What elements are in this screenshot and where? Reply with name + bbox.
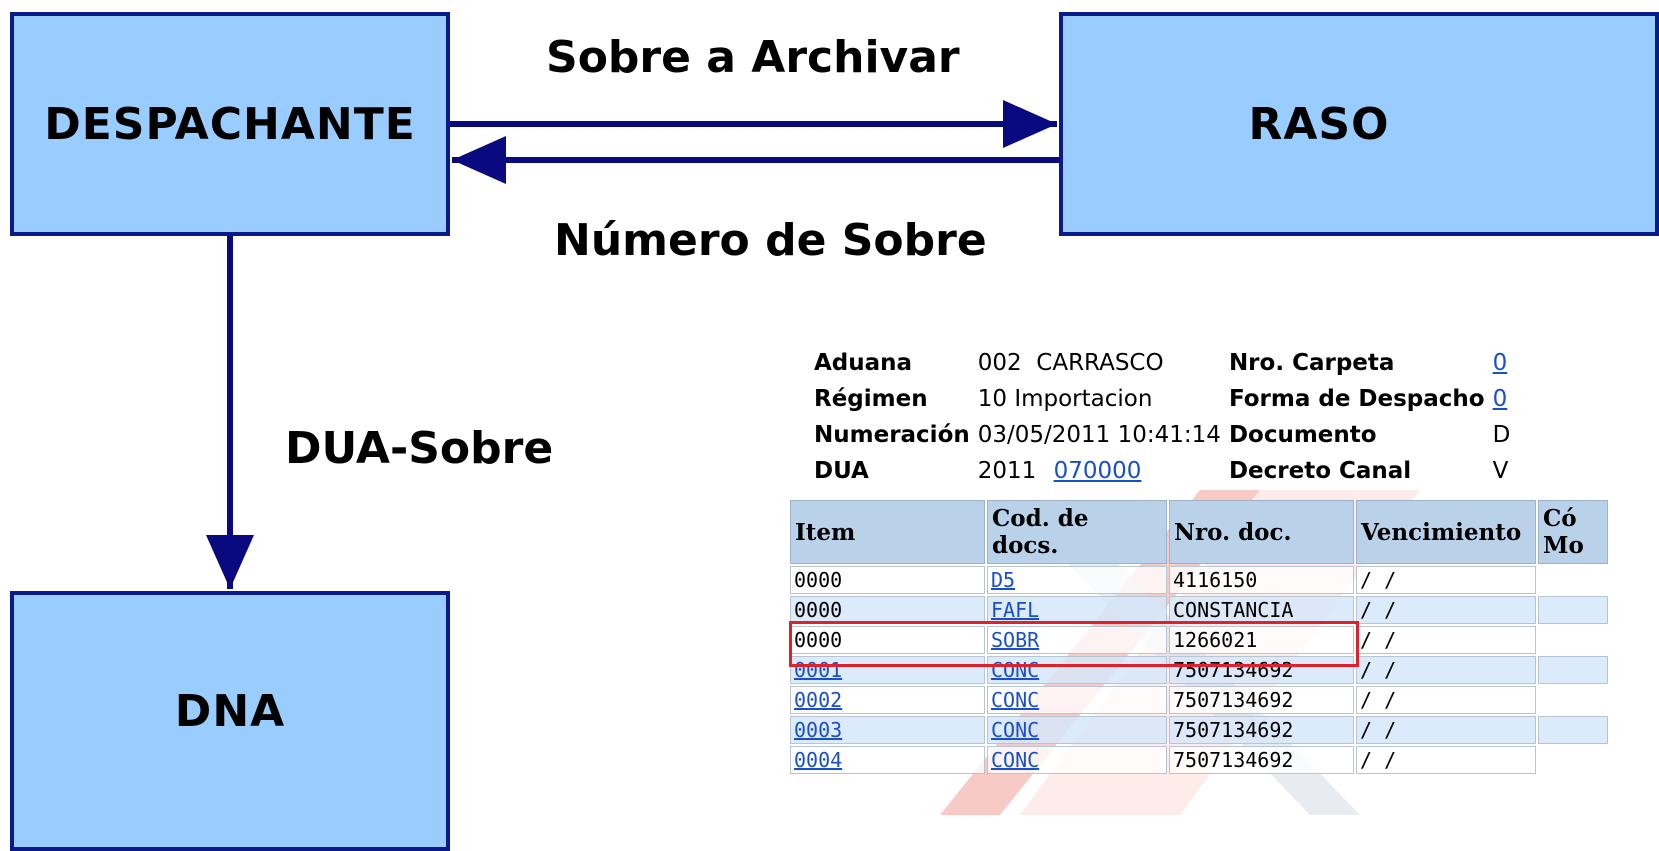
cod-doc-link[interactable]: CONC (991, 748, 1040, 772)
cell-empty (1538, 596, 1608, 624)
documents-table-header: Item Cod. de docs. Nro. doc. Vencimiento… (790, 500, 1608, 564)
item-link[interactable]: 0001 (794, 658, 843, 682)
cell-nro-doc: 7507134692 (1169, 746, 1354, 774)
cod-doc-link[interactable]: SOBR (991, 628, 1040, 652)
cod-doc-link[interactable]: D5 (991, 568, 1016, 592)
cell-item: 0000 (790, 596, 985, 624)
arrows (206, 100, 1059, 589)
cell-vencimiento: / / (1356, 656, 1536, 684)
cell-nro-doc: 7507134692 (1169, 656, 1354, 684)
dua-label: DUA (814, 458, 869, 484)
cell-vencimiento: / / (1356, 746, 1536, 774)
dua-screenshot-panel: Aduana 002 CARRASCO Nro. Carpeta 0 Régim… (789, 345, 1637, 815)
nro-carpeta-link[interactable]: 0 (1492, 350, 1508, 376)
dua-number-link[interactable]: 070000 (1053, 458, 1142, 484)
despachante-box: DESPACHANTE (10, 12, 450, 236)
cell-vencimiento: / / (1356, 596, 1536, 624)
cod-doc-link[interactable]: FAFL (991, 598, 1040, 622)
cell-nro-doc: 4116150 (1169, 566, 1354, 594)
nro-carpeta-label: Nro. Carpeta (1228, 350, 1395, 376)
cell-empty (1538, 746, 1608, 774)
item-link[interactable]: 0003 (794, 718, 843, 742)
cell-nro-doc: 1266021 (1169, 626, 1354, 654)
item-link[interactable]: 0002 (794, 688, 843, 712)
raso-label: RASO (1248, 98, 1390, 150)
cell-empty (1538, 716, 1608, 744)
cell-item: 0000 (790, 566, 985, 594)
forma-despacho-link[interactable]: 0 (1492, 386, 1508, 412)
cell-vencimiento: / / (1356, 566, 1536, 594)
decreto-canal-label: Decreto Canal (1228, 458, 1412, 484)
col-item: Item (790, 500, 985, 564)
col-cod-moneda: Có Mo (1538, 500, 1608, 564)
decreto-canal-value: V (1492, 458, 1509, 484)
numeracion-value: 03/05/2011 10:41:14 (977, 422, 1221, 448)
table-row: 0002 CONC 7507134692 / / (790, 686, 1608, 714)
numeracion-label: Numeración (814, 422, 970, 448)
col-vencimiento: Vencimiento (1356, 500, 1536, 564)
table-row: 0004 CONC 7507134692 / / (790, 746, 1608, 774)
cod-doc-link[interactable]: CONC (991, 658, 1040, 682)
table-row: 0000 D5 4116150 / / (790, 566, 1608, 594)
cell-nro-doc: 7507134692 (1169, 686, 1354, 714)
forma-despacho-label: Forma de Despacho (1228, 386, 1485, 412)
cell-empty (1538, 656, 1608, 684)
regimen-value: 10 Importacion (977, 386, 1153, 412)
dua-info-table: Aduana 002 CARRASCO Nro. Carpeta 0 Régim… (814, 345, 1518, 489)
table-row: 0000 FAFL CONSTANCIA / / (790, 596, 1608, 624)
documento-label: Documento (1228, 422, 1377, 448)
cell-nro-doc: 7507134692 (1169, 716, 1354, 744)
table-row: 0003 CONC 7507134692 / / (790, 716, 1608, 744)
cod-doc-link[interactable]: CONC (991, 688, 1040, 712)
cell-empty (1538, 626, 1608, 654)
cell-vencimiento: / / (1356, 716, 1536, 744)
edge-label-numero-de-sobre: Número de Sobre (554, 215, 987, 266)
cell-nro-doc: CONSTANCIA (1169, 596, 1354, 624)
item-link[interactable]: 0004 (794, 748, 843, 772)
aduana-label: Aduana (814, 350, 913, 376)
dua-value: 2011 070000 (978, 453, 1229, 489)
edge-label-sobre-a-archivar: Sobre a Archivar (546, 32, 960, 83)
table-row: 0001 CONC 7507134692 / / (790, 656, 1608, 684)
cell-vencimiento: / / (1356, 626, 1536, 654)
documento-value: D (1492, 422, 1511, 448)
dna-box: DNA (10, 591, 450, 851)
col-nro-doc: Nro. doc. (1169, 500, 1354, 564)
cell-vencimiento: / / (1356, 686, 1536, 714)
sobr-row-highlight (789, 621, 1359, 667)
col-cod-docs: Cod. de docs. (987, 500, 1167, 564)
cod-doc-link[interactable]: CONC (991, 718, 1040, 742)
dna-label: DNA (174, 685, 286, 737)
aduana-value: 002 CARRASCO (977, 350, 1164, 376)
cell-empty (1538, 566, 1608, 594)
cell-empty (1538, 686, 1608, 714)
dua-year: 2011 (977, 458, 1037, 484)
regimen-label: Régimen (814, 386, 928, 412)
edge-label-dua-sobre: DUA-Sobre (285, 423, 554, 474)
raso-box: RASO (1059, 12, 1659, 236)
despachante-label: DESPACHANTE (44, 98, 416, 150)
